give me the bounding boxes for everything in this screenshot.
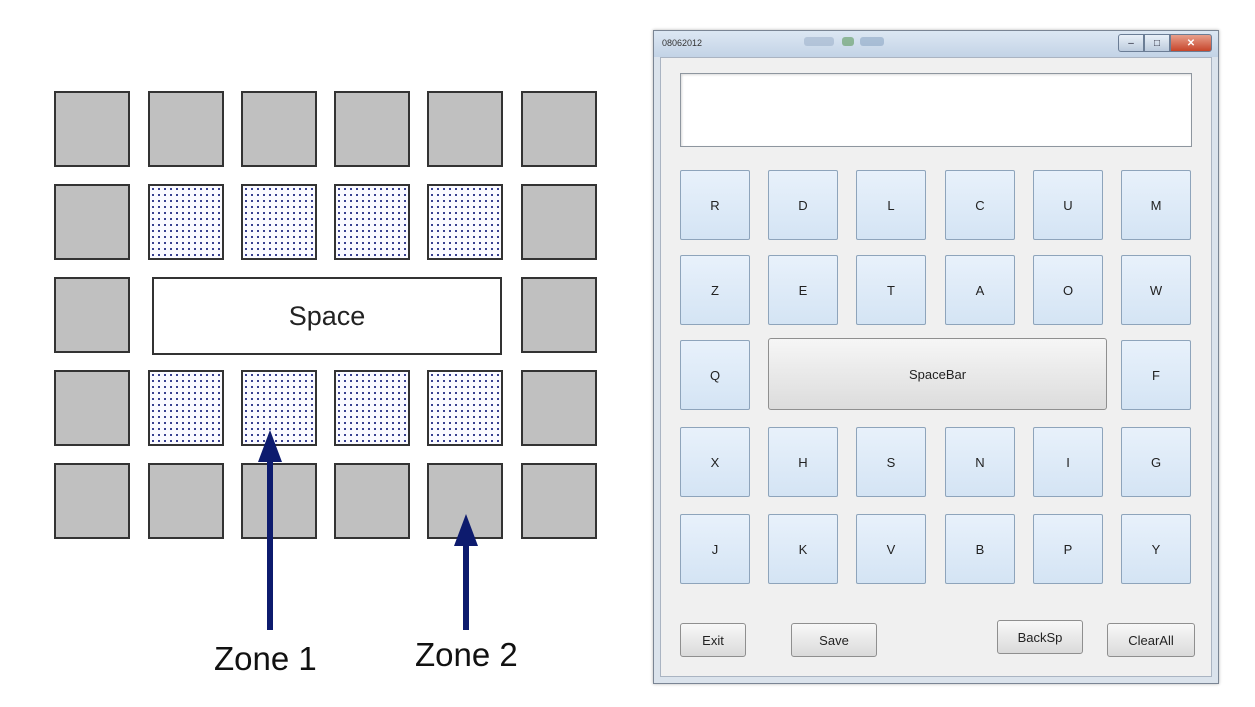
titlebar-decoration (860, 37, 884, 46)
key-h[interactable]: H (768, 427, 838, 497)
zone2-key (334, 463, 410, 539)
window-controls: – □ ✕ (1118, 34, 1212, 52)
zone1-label: Zone 1 (214, 640, 317, 677)
key-i[interactable]: I (1033, 427, 1103, 497)
zone2-key (148, 91, 224, 167)
key-f[interactable]: F (1121, 340, 1191, 410)
key-t[interactable]: T (856, 255, 926, 325)
key-o[interactable]: O (1033, 255, 1103, 325)
key-u[interactable]: U (1033, 170, 1103, 240)
key-r[interactable]: R (680, 170, 750, 240)
client-area: R D L C U M Z E T A O W Q SpaceBar F X H… (660, 57, 1212, 677)
titlebar-decoration (842, 37, 854, 46)
zone1-key (334, 370, 410, 446)
zone1-key (148, 370, 224, 446)
zone1-arrow-line (267, 460, 273, 630)
key-q[interactable]: Q (680, 340, 750, 410)
zone2-key (241, 463, 317, 539)
key-n[interactable]: N (945, 427, 1015, 497)
close-icon[interactable]: ✕ (1170, 34, 1212, 52)
key-g[interactable]: G (1121, 427, 1191, 497)
text-display[interactable] (680, 73, 1192, 147)
zone2-key (521, 91, 597, 167)
key-y[interactable]: Y (1121, 514, 1191, 584)
key-k[interactable]: K (768, 514, 838, 584)
zone2-key (241, 91, 317, 167)
key-l[interactable]: L (856, 170, 926, 240)
zone2-key (521, 463, 597, 539)
zone1-key (427, 184, 503, 260)
zone1-key (241, 370, 317, 446)
zone2-arrow-head (454, 514, 478, 546)
zone2-key (521, 277, 597, 353)
key-w[interactable]: W (1121, 255, 1191, 325)
exit-button[interactable]: Exit (680, 623, 746, 657)
title-bar[interactable]: 08062012 – □ ✕ (654, 31, 1218, 57)
zone2-key (334, 91, 410, 167)
zone-diagram: Space Zone 1 Zone 2 (54, 91, 597, 677)
zone2-key (54, 463, 130, 539)
zone1-key (427, 370, 503, 446)
titlebar-decoration (804, 37, 834, 46)
zone2-key (54, 184, 130, 260)
key-e[interactable]: E (768, 255, 838, 325)
key-z[interactable]: Z (680, 255, 750, 325)
zone2-key (521, 370, 597, 446)
zone1-arrow-head (258, 430, 282, 462)
zone2-key (148, 463, 224, 539)
maximize-icon[interactable]: □ (1144, 34, 1170, 52)
zone1-key (334, 184, 410, 260)
zone2-key (54, 91, 130, 167)
key-d[interactable]: D (768, 170, 838, 240)
zone2-key (54, 370, 130, 446)
space-key: Space (152, 277, 502, 355)
key-v[interactable]: V (856, 514, 926, 584)
window-title: 08062012 (662, 38, 703, 48)
zone1-key (148, 184, 224, 260)
zone2-key (427, 91, 503, 167)
backspace-button[interactable]: BackSp (997, 620, 1083, 654)
keyboard-window: 08062012 – □ ✕ R D L C U M Z E T A O W Q… (653, 30, 1219, 684)
spacebar-button[interactable]: SpaceBar (768, 338, 1107, 410)
key-a[interactable]: A (945, 255, 1015, 325)
zone2-key (521, 184, 597, 260)
key-x[interactable]: X (680, 427, 750, 497)
save-button[interactable]: Save (791, 623, 877, 657)
key-c[interactable]: C (945, 170, 1015, 240)
zone1-key (241, 184, 317, 260)
key-p[interactable]: P (1033, 514, 1103, 584)
zone2-arrow-line (463, 544, 469, 630)
key-b[interactable]: B (945, 514, 1015, 584)
zone2-key (54, 277, 130, 353)
key-m[interactable]: M (1121, 170, 1191, 240)
clearall-button[interactable]: ClearAll (1107, 623, 1195, 657)
key-s[interactable]: S (856, 427, 926, 497)
zone2-label: Zone 2 (415, 636, 518, 673)
key-j[interactable]: J (680, 514, 750, 584)
minimize-icon[interactable]: – (1118, 34, 1144, 52)
